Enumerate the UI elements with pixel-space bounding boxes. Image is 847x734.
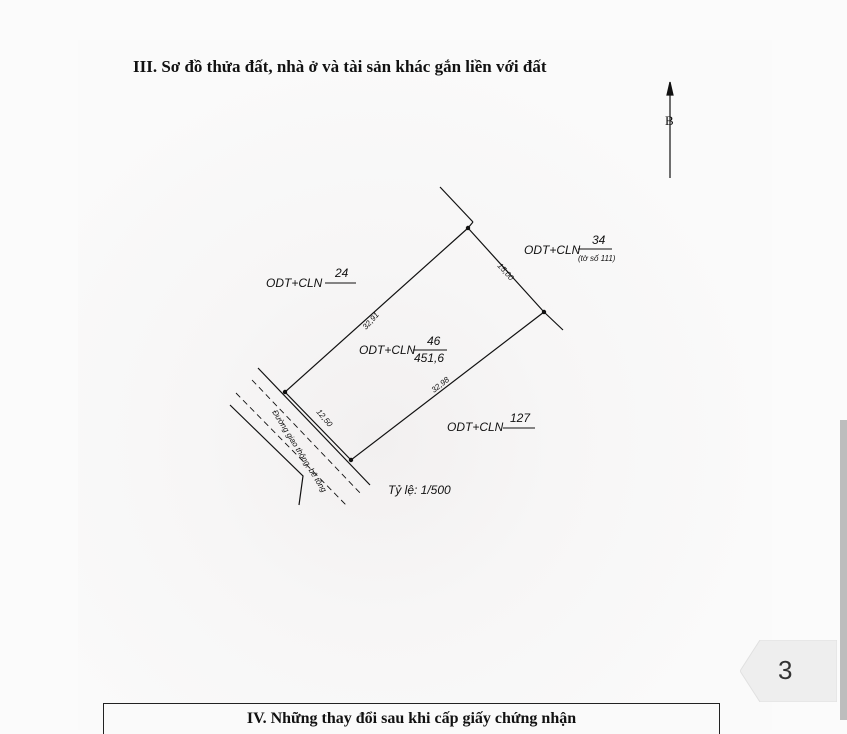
page-number: 3 xyxy=(778,655,793,685)
boundary-point xyxy=(465,225,471,231)
edge-ne: 15,00 xyxy=(496,261,516,282)
page-indicator-badge xyxy=(740,640,837,702)
boundary-extension xyxy=(543,311,564,331)
next-section-box: IV. Những thay đổi sau khi cấp giấy chứn… xyxy=(103,703,720,734)
main-number: 46 xyxy=(427,334,441,348)
scale-label: Tỷ lệ: 1/500 xyxy=(388,483,451,497)
main-area: 451,6 xyxy=(414,351,444,365)
diagram-element xyxy=(229,81,674,508)
document-page xyxy=(78,40,772,730)
section-title: III. Sơ đồ thửa đất, nhà ở và tài sản kh… xyxy=(133,57,547,76)
boundary-extension xyxy=(439,186,474,223)
boundary-point xyxy=(348,457,354,463)
ne-number: 34 xyxy=(592,233,606,247)
edge-nw: 32,91 xyxy=(361,310,381,331)
diagram-element xyxy=(740,640,837,702)
south-number: 127 xyxy=(510,411,531,425)
ne-code: ODT+CLN xyxy=(524,243,581,257)
nw-number: 24 xyxy=(334,266,349,280)
north-label: B xyxy=(665,113,674,128)
scrollbar[interactable] xyxy=(840,420,847,720)
next-section-title: IV. Những thay đổi sau khi cấp giấy chứn… xyxy=(246,710,577,727)
south-code: ODT+CLN xyxy=(447,420,504,434)
road-edge xyxy=(257,367,371,486)
north-arrow-head xyxy=(666,81,674,96)
boundary-point xyxy=(541,309,547,315)
road-edge xyxy=(229,404,304,506)
road-centerline xyxy=(235,392,349,508)
road-centerline xyxy=(251,379,363,496)
boundary-point xyxy=(282,389,288,395)
road-label: Đường giao thông, bê tông xyxy=(270,408,328,494)
ne-note: (tờ số 111) xyxy=(578,254,616,263)
nw-code: ODT+CLN xyxy=(266,276,323,290)
main-code: ODT+CLN xyxy=(359,343,416,357)
diagram-element xyxy=(282,225,547,463)
